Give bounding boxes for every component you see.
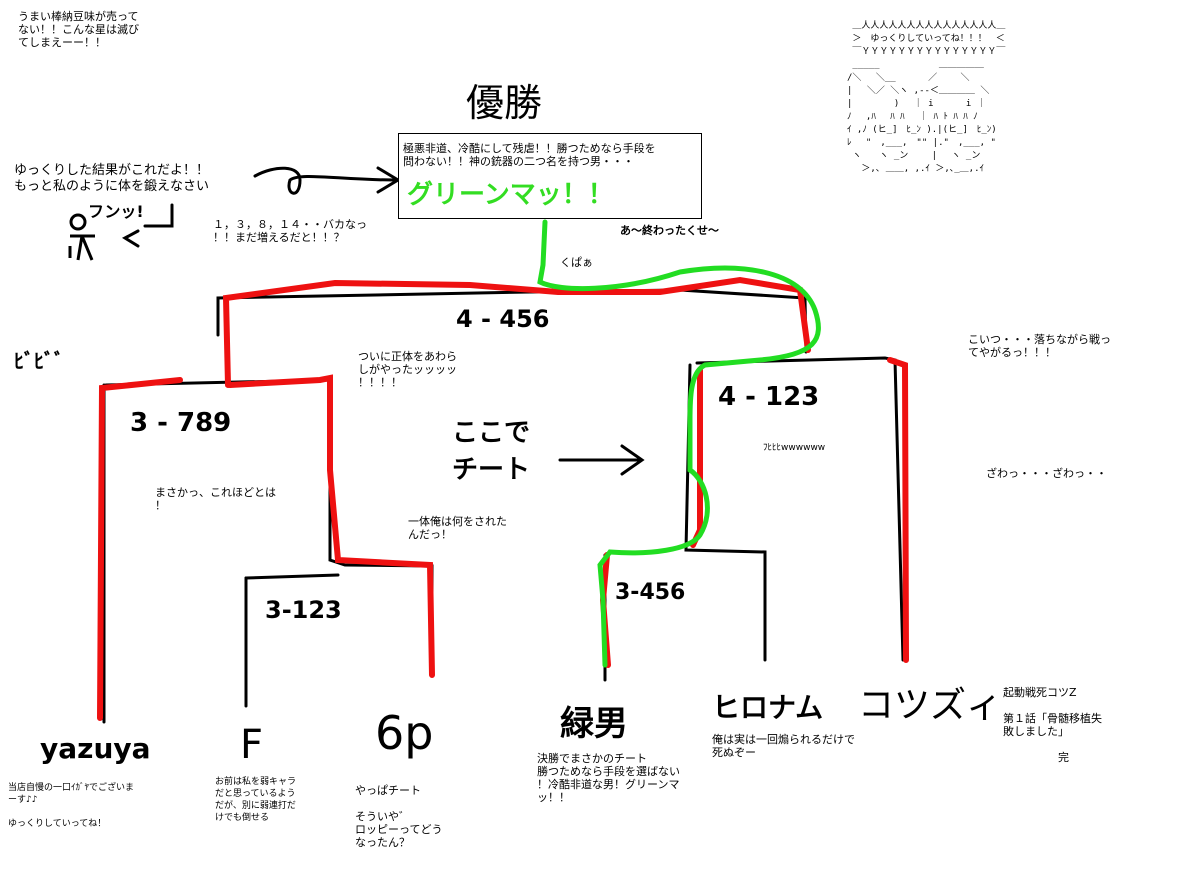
falling-note: こいつ・・・落ちながら戦っ てやがるっ！！！ (968, 333, 1111, 359)
left-sfx: フンッ! (88, 202, 144, 221)
player-note-kotsuzui: 起動戦死コツZ 第１話「骨髄移植失 敗しました」 完 (1003, 686, 1102, 764)
qf-right-score: 3-456 (615, 580, 686, 605)
semi-left-score: 3 - 789 (130, 408, 232, 438)
final-score: 4 - 456 (456, 305, 550, 333)
player-name-kotsuzui: コツズィ (858, 685, 1003, 726)
qf-left-score: 3-123 (265, 596, 342, 624)
ending-note: あ〜終わったくせ〜 (620, 224, 719, 237)
stick-figure-icon (68, 213, 95, 261)
player-name-hironamu: ヒロナム (712, 691, 824, 724)
champion-name: グリーンマッ！！ (407, 180, 614, 210)
player-name-f: F (240, 722, 264, 768)
champion-box: 極悪非道、冷酷にして残虐！！勝つためなら手段を 問わない！！神の銃器の二つ名を持… (398, 133, 702, 219)
cheat-label-2: チート (452, 455, 531, 485)
cheat-label-1: ここで (452, 418, 531, 448)
player-name-midori: 緑男 (560, 704, 628, 744)
semi-right-score: 4 - 123 (718, 382, 820, 412)
player-name-6p: 6p (375, 706, 434, 760)
left-speech: ゆっくりした結果がこれだよ！！ もっと私のように体を鍛えなさい (14, 163, 210, 194)
numbers-note: １，３，８，１４・・バカなっ ！！まだ増えるだと！！？ (213, 218, 367, 244)
laugh-text: ﾌﾋﾋﾋwwwwww (763, 443, 826, 453)
player-note-6p: やっぱチート そういや゛ ロッピーってどう なったん？ (355, 784, 443, 849)
reveal-note: ついに正体をあわら しがやったッッッッ ！！！！ (358, 350, 457, 389)
zawa-text: ざわっ・・・ざわっ・・ (986, 467, 1107, 480)
what-note: 一体俺は何をされた んだっ！ (408, 515, 507, 541)
player-name-yazuya: yazuya (40, 732, 151, 765)
player-note-yazuya: 当店自慢の一口ｲｶﾞﾔでございま ーす♪♪ ゆっくりしていってね！ (8, 783, 135, 829)
player-note-hironamu: 俺は実は一回煽られるだけで 死ぬぞー (712, 733, 855, 759)
surprise-note: まさかっ、これほどとは ！ (155, 486, 276, 512)
player-note-f: お前は私を弱キャラ だと思っているよう だが、別に弱連打だ けでも倒せる (215, 777, 297, 823)
left-side-label: ﾋﾞﾋﾞﾞ (14, 349, 64, 373)
kupa-text: くぱぁ (560, 256, 593, 269)
winner-path (537, 219, 821, 668)
player-note-midori: 決勝でまさかのチート 勝つためなら手段を選ばない ！冷酷非道な男！グリーンマ ッ… (537, 752, 680, 804)
top-left-note: うまい棒納豆味が売って ない！！こんな星は滅び てしまえーー！！ (18, 10, 139, 49)
ascii-art: ＿人人人人人人人人人人人人人人人＿ ＞ ゆっくりしていってね！！！ ＜ ￣ＹＹＹ… (847, 21, 1006, 174)
page-title: 優勝 (466, 81, 543, 125)
champion-description: 極悪非道、冷酷にして残虐！！勝つためなら手段を 問わない！！神の銃器の二つ名を持… (403, 142, 656, 168)
